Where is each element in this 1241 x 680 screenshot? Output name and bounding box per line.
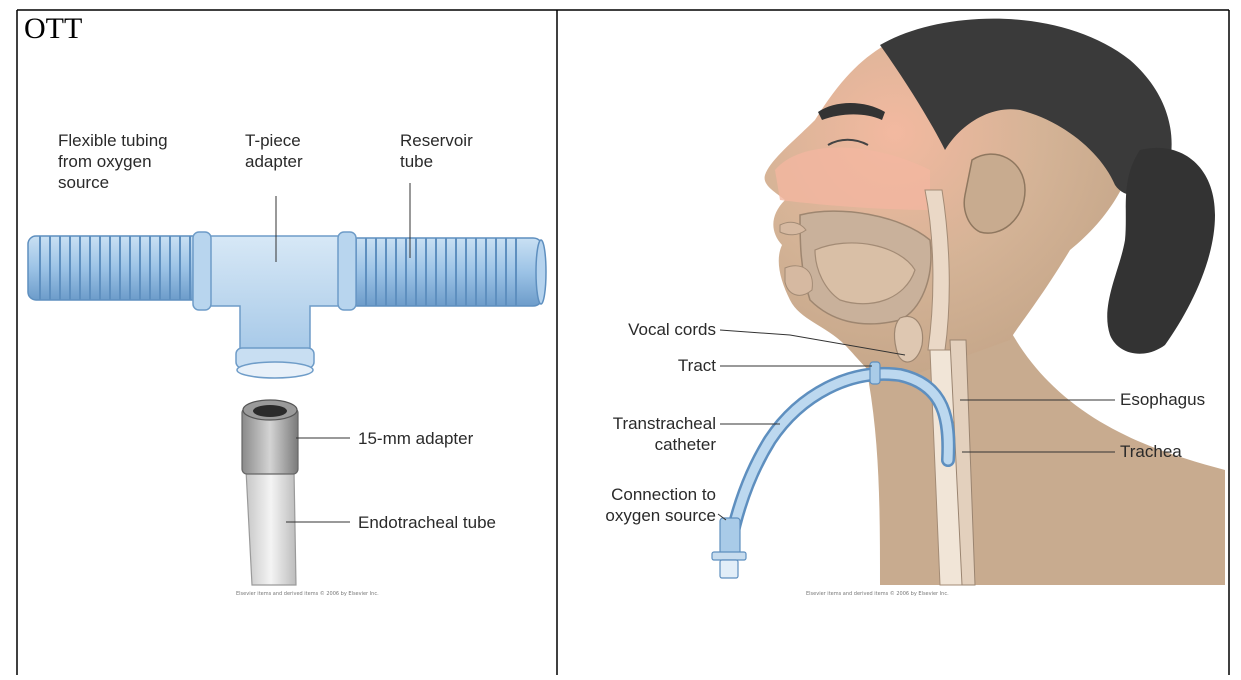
reservoir-tube	[340, 238, 546, 306]
label-esophagus: Esophagus	[1120, 389, 1205, 410]
left-credit: Elsevier items and derived items © 2006 …	[236, 591, 379, 597]
label-trachea: Trachea	[1120, 441, 1182, 462]
label-15mm-adapter: 15-mm adapter	[358, 428, 473, 449]
t-piece-adapter	[193, 232, 356, 378]
head-illustration	[765, 19, 1225, 585]
label-t-piece-adapter: T-piece adapter	[245, 130, 303, 172]
fifteen-mm-adapter	[242, 400, 298, 474]
label-transtracheal-catheter: Transtracheal catheter	[560, 413, 716, 455]
right-credit: Elsevier items and derived items © 2006 …	[806, 591, 949, 597]
label-vocal-cords: Vocal cords	[570, 319, 716, 340]
panel-title: OTT	[24, 12, 82, 46]
label-endotracheal-tube: Endotracheal tube	[358, 512, 496, 533]
flexible-tubing	[28, 236, 213, 300]
endotracheal-tube	[246, 470, 296, 585]
label-connection-oxygen: Connection to oxygen source	[560, 484, 716, 526]
label-tract: Tract	[570, 355, 716, 376]
label-reservoir-tube: Reservoir tube	[400, 130, 473, 172]
label-flexible-tubing: Flexible tubing from oxygen source	[58, 130, 168, 193]
